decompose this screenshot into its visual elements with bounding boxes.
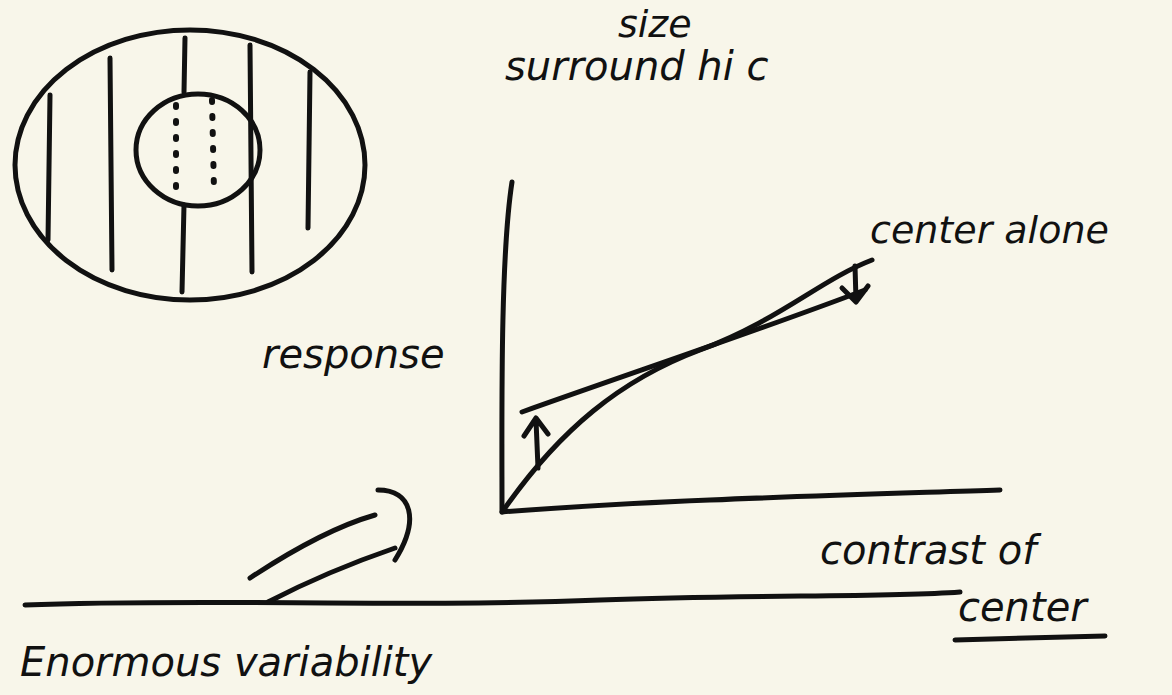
note: Enormous variability: [20, 640, 432, 684]
center-patch: [136, 94, 260, 206]
pointer-head: [378, 490, 410, 560]
pointer-stroke: [268, 548, 395, 602]
grating-lines: [48, 38, 310, 292]
pointer-stroke: [250, 515, 375, 578]
axis-label: contrast of: [820, 528, 1036, 572]
axis-label: center: [958, 585, 1087, 629]
surround-grating: [15, 30, 365, 300]
divider-line: [25, 592, 960, 605]
size-note: size: [618, 4, 692, 46]
underline: [955, 636, 1105, 640]
curve-label: center alone: [870, 210, 1109, 252]
axis-label: response: [262, 332, 445, 376]
center-dots: [176, 100, 214, 195]
center-alone-curve: [505, 260, 872, 508]
up-arrow: [524, 418, 548, 468]
down-arrow: [842, 266, 868, 302]
condition-label: surround hi c: [505, 44, 769, 88]
